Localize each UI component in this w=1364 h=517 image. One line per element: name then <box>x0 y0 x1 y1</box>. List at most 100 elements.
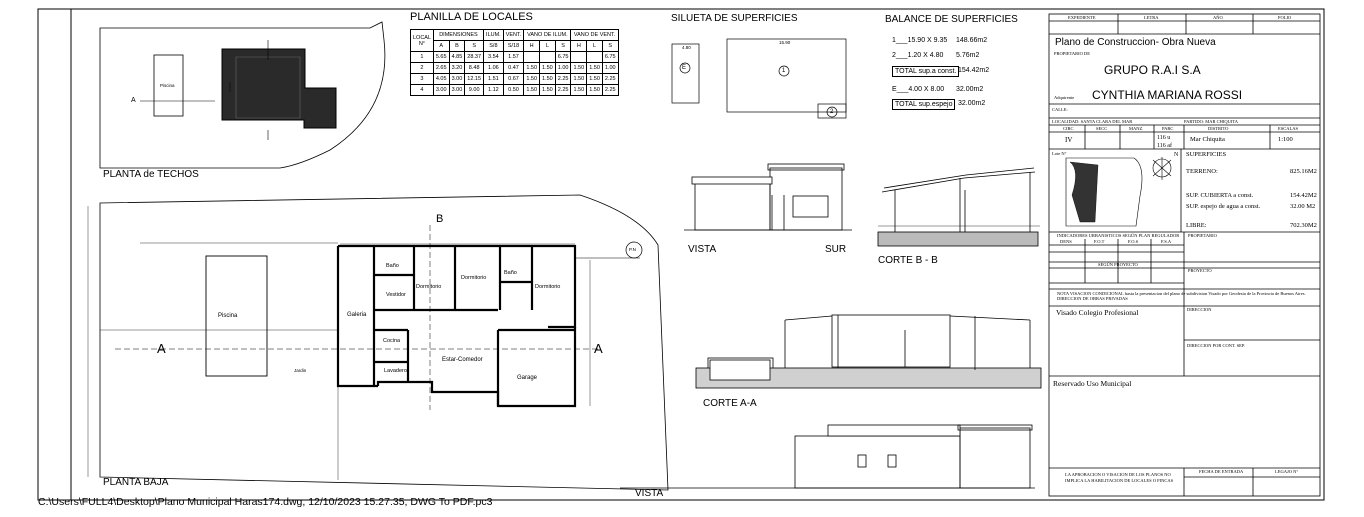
planilla-head: ILUM. <box>483 29 504 41</box>
planilla-subhead: L <box>586 40 603 52</box>
planilla-head: LOCAL N° <box>410 29 434 52</box>
tb-cat-secc: SECC <box>1096 126 1108 131</box>
cell: 1.00 <box>554 62 572 74</box>
tb-reservado: Reservado Uso Municipal <box>1053 379 1132 388</box>
tb-ind-fos: F.O.S <box>1128 239 1139 244</box>
room-dormitorio-1: Dormitorio <box>416 284 442 290</box>
tb-plan-type: Plano de Construccion- Obra Nueva <box>1055 37 1216 48</box>
cell: 6.75 <box>601 51 619 63</box>
planilla-subhead: H <box>570 40 588 52</box>
roof-plan-lot <box>99 21 386 169</box>
pn-label: P.N <box>629 247 636 252</box>
planta-techos-title: PLANTA de TECHOS <box>103 169 199 180</box>
cell: 2.25 <box>601 73 619 85</box>
cell <box>570 51 588 63</box>
cell: 6.75 <box>554 51 572 63</box>
ground-lot <box>99 194 669 491</box>
cell: 3 <box>410 73 434 85</box>
silueta-e: E <box>682 65 687 71</box>
roof-mass <box>221 48 337 129</box>
tb-head-ano: AÑO <box>1213 15 1223 20</box>
cell: 1.51 <box>483 73 504 85</box>
house-walls <box>336 244 577 408</box>
cell: 3.00 <box>448 73 466 85</box>
tb-ind-fsa: F.S.A <box>1161 239 1172 244</box>
tb-direccion-sep: DIRECCION POR CONT. SEP. <box>1187 343 1246 348</box>
roof-cut-mark-a: A <box>131 97 136 104</box>
planilla-subhead: B <box>448 40 466 52</box>
planilla-subhead: S/18 <box>502 40 525 52</box>
room-cocina: Cocina <box>383 338 401 344</box>
planilla-subhead: H <box>523 40 541 52</box>
tb-direccion: DIRECCION <box>1187 307 1212 312</box>
cell: 1.50 <box>539 73 556 85</box>
room-bano-2: Baño <box>504 270 517 276</box>
tb-ind-fot: F.O.T <box>1094 239 1105 244</box>
cell: 0.47 <box>502 62 525 74</box>
tb-cat-manz: MANZ. <box>1129 126 1144 131</box>
planilla-subhead: S <box>464 40 485 52</box>
tb-cat-escalas: ESCALAS <box>1278 126 1299 131</box>
tb-adquirente-label: Adquirente <box>1054 95 1075 100</box>
tb-superficies: SUPERFICIES <box>1186 151 1227 158</box>
tb-cat-parc: PARC <box>1162 126 1174 131</box>
planilla-subhead: L <box>539 40 556 52</box>
room-lavadero: Lavadero <box>384 368 407 374</box>
cell <box>586 51 603 63</box>
cell: 1.50 <box>539 84 556 96</box>
room-bano-1: Baño <box>386 263 399 269</box>
cell: 4 <box>410 84 434 96</box>
cell: 0.50 <box>502 84 525 96</box>
lower-view <box>620 424 1035 489</box>
tb-cat-distrito: DISTRITO <box>1208 126 1229 131</box>
cell: 1.50 <box>570 73 588 85</box>
tb-head-folio: FOLIO <box>1278 15 1292 20</box>
planilla-subhead: S <box>601 40 619 52</box>
corte-bb-title: CORTE B - B <box>878 255 938 266</box>
tb-calle: CALLE: <box>1052 107 1068 112</box>
tb-segun-proyecto: SEGÚN PROYECTO <box>1098 262 1138 267</box>
tb-person: CYNTHIA MARIANA ROSSI <box>1092 88 1243 102</box>
tb-localidad: LOCALIDAD: SANTA CLARA DEL MAR <box>1052 119 1133 124</box>
tb-distrito-value: Mar Chiquita <box>1190 136 1225 143</box>
tb-lote-label: Lote N° <box>1052 151 1067 156</box>
cell: 1.50 <box>570 84 588 96</box>
planilla-subhead: A <box>432 40 450 52</box>
tb-propietario: PROPIETARIO <box>1188 233 1217 238</box>
room-dormitorio-3: Dormitorio <box>535 284 561 290</box>
balance-value-1: 148.66m2 <box>956 37 988 44</box>
cut-mark-a-left: A <box>157 341 166 356</box>
sheet-frame <box>37 8 1325 501</box>
tb-company: GRUPO R.A.I S.A <box>1104 63 1201 77</box>
cell: 2 <box>410 62 434 74</box>
silhouette-house <box>726 38 847 113</box>
roof-pool <box>153 54 184 117</box>
cell: 2.25 <box>601 84 619 96</box>
tb-proyecto: PROYECTO <box>1188 268 1212 273</box>
tb-parc-value: 116 u 116 af <box>1157 135 1172 149</box>
cell: 1.50 <box>586 62 603 74</box>
tb-fecha-entrada: FECHA DE ENTRADA <box>1199 469 1244 474</box>
balance-line-3: E___4.00 X 8.00 <box>892 86 945 93</box>
file-path: C:\Users\FULL4\Desktop\Plano Municipal H… <box>38 496 493 508</box>
planilla-head: VANO DE ILUM. <box>523 29 572 41</box>
tb-aprobacion: LA APROBACION O VISACION DE LOS PLANOS N… <box>1065 472 1174 483</box>
cell: 3.20 <box>448 62 466 74</box>
balance-total-2: TOTAL sup.espejo <box>892 99 956 110</box>
vista-sur-a: VISTA <box>688 244 717 255</box>
cell: 1.50 <box>586 73 603 85</box>
cell: 2.25 <box>554 84 572 96</box>
planilla-head: DIMENSIONES <box>432 29 485 41</box>
tb-head-expediente: EXPEDIENTE <box>1068 15 1096 20</box>
cell: 1.50 <box>523 73 541 85</box>
planilla-subhead: S <box>554 40 572 52</box>
cell: 3.00 <box>448 84 466 96</box>
cell <box>539 51 556 63</box>
cell: 1.50 <box>523 84 541 96</box>
silueta-mark-2: 2 <box>830 109 834 115</box>
tb-libre-value: 702.30M2 <box>1290 222 1317 229</box>
section-bb <box>877 167 1040 247</box>
